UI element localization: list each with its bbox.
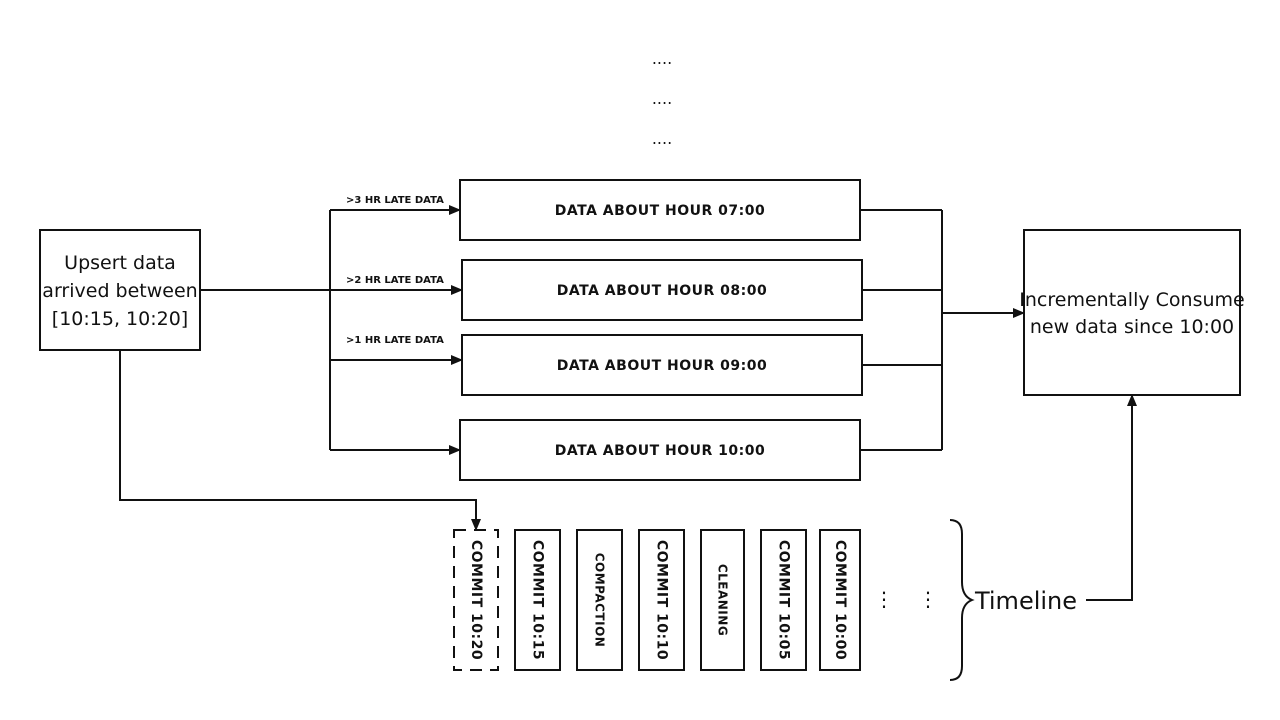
source-box	[39, 229, 201, 351]
consumer-line-2: new data since 10:00	[1030, 316, 1234, 338]
timeline-label-commit-10-10: COMMIT 10:10	[654, 540, 670, 660]
timeline-label-commit-10-00: COMMIT 10:00	[832, 540, 848, 660]
ellipsis-3: ....	[652, 129, 672, 148]
edge-label-1hr: >1 HR LATE DATA	[346, 335, 444, 346]
timeline-trailing-ellipsis-2: ⋮	[918, 587, 938, 611]
timeline-label: Timeline	[974, 587, 1077, 615]
ellipsis-2: ....	[652, 89, 672, 108]
partition-label-10: DATA ABOUT HOUR 10:00	[555, 443, 765, 459]
source-line-1: Upsert data	[64, 252, 176, 274]
timeline-label-commit-10-15: COMMIT 10:15	[530, 540, 546, 660]
timeline-instant-commit-10-15	[514, 529, 561, 671]
timeline-instant-commit-10-05	[760, 529, 807, 671]
timeline-instant-compaction	[576, 529, 623, 671]
timeline-instant-cleaning	[700, 529, 745, 671]
partition-label-09: DATA ABOUT HOUR 09:00	[557, 358, 767, 374]
consumer-box	[1023, 229, 1241, 396]
timeline-label-cleaning: CLEANING	[716, 564, 730, 636]
edge-label-2hr: >2 HR LATE DATA	[346, 275, 444, 286]
timeline-trailing-ellipsis-1: ⋮	[874, 587, 894, 611]
timeline-instant-commit-10-20	[453, 529, 499, 671]
partition-label-08: DATA ABOUT HOUR 08:00	[557, 283, 767, 299]
timeline-label-compaction: COMPACTION	[593, 553, 607, 648]
consumer-line-1: Incrementally Consume	[1019, 289, 1244, 311]
edge-label-3hr: >3 HR LATE DATA	[346, 195, 444, 206]
timeline-label-commit-10-20: COMMIT 10:20	[468, 540, 484, 660]
partition-box-09	[461, 334, 863, 396]
timeline-label-commit-10-05: COMMIT 10:05	[776, 540, 792, 660]
source-line-3: [10:15, 10:20]	[52, 308, 188, 330]
timeline-brace	[949, 519, 975, 681]
timeline-instant-commit-10-00	[819, 529, 861, 671]
partition-label-07: DATA ABOUT HOUR 07:00	[555, 203, 765, 219]
source-line-2: arrived between	[42, 280, 197, 302]
timeline-instants: COMMIT 10:20 COMMIT 10:15 COMPACTION COM…	[453, 529, 861, 671]
ellipsis-1: ....	[652, 49, 672, 68]
partition-box-10	[459, 419, 861, 481]
timeline-to-consumer-connector	[1086, 394, 1137, 601]
timeline-instant-commit-10-10	[638, 529, 685, 671]
source-to-timeline-connector	[119, 350, 481, 531]
